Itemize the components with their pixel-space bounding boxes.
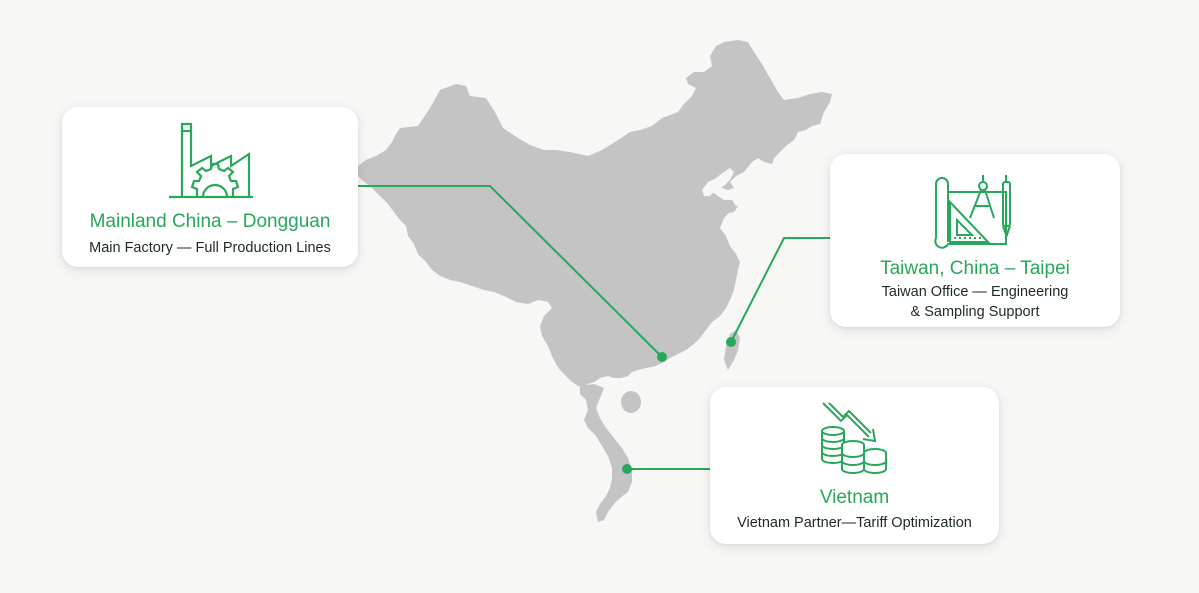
- location-subtitle: Main Factory — Full Production Lines: [89, 240, 331, 256]
- marker-vietnam[interactable]: [622, 464, 632, 474]
- taiwan-island: [724, 330, 740, 370]
- location-card-dongguan: Mainland China – Dongguan Main Factory —…: [62, 107, 358, 267]
- coin-stack-middle: [840, 440, 865, 474]
- location-card-vietnam: Vietnam Vietnam Partner—Tariff Optimizat…: [710, 387, 999, 544]
- hainan-island: [621, 391, 641, 413]
- marker-taipei[interactable]: [726, 337, 736, 347]
- factory-gear-icon: [165, 121, 255, 206]
- location-subtitle-line1: Taiwan Office — Engineering: [881, 284, 1069, 300]
- location-title: Taiwan, China – Taipei: [880, 258, 1070, 279]
- location-subtitle-line2: & Sampling Support: [910, 304, 1040, 320]
- location-title: Mainland China – Dongguan: [89, 211, 331, 232]
- location-card-taipei: Taiwan, China – Taipei Taiwan Office — E…: [830, 154, 1120, 327]
- coins-downtrend-icon: [819, 401, 891, 482]
- location-title: Vietnam: [819, 487, 890, 508]
- engineering-drafting-tools-icon: [930, 172, 1020, 255]
- coin-stack-left: [820, 426, 845, 464]
- shandong-peninsula: [716, 204, 738, 214]
- bohai-bay: [702, 168, 734, 196]
- china-mainland-shape: [356, 40, 832, 388]
- connector-line-taipei: [730, 237, 830, 343]
- location-subtitle: Taiwan Office — Engineering & Sampling S…: [830, 282, 1120, 322]
- coin-stack-right: [862, 448, 887, 474]
- connector-line-dongguan: [358, 185, 663, 358]
- location-subtitle: Vietnam Partner—Tariff Optimization: [737, 515, 972, 531]
- marker-dongguan[interactable]: [657, 352, 667, 362]
- vietnam-shape: [580, 384, 632, 522]
